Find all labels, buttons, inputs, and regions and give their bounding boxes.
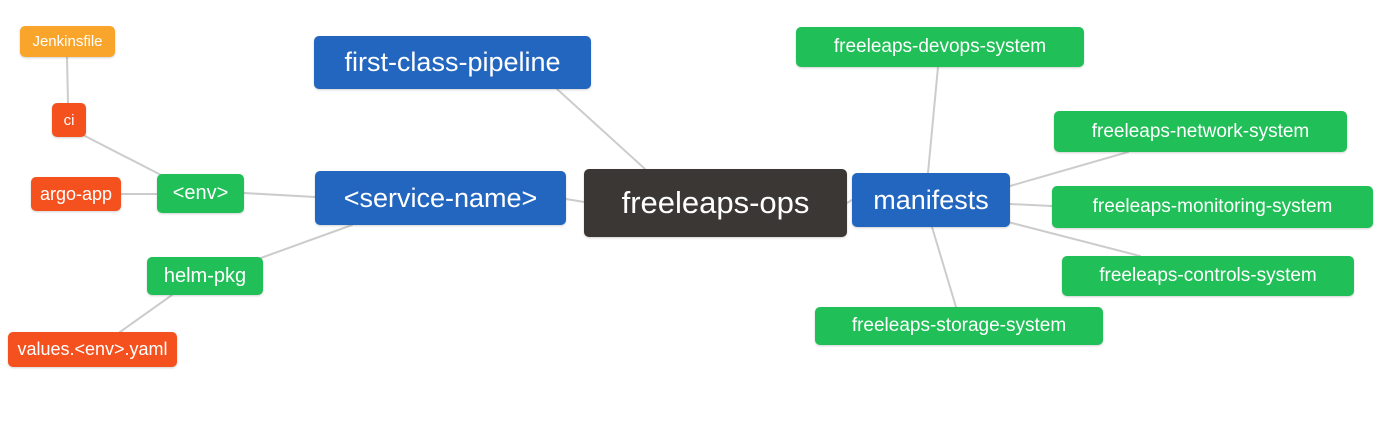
node-argo-app[interactable]: argo-app xyxy=(31,177,121,211)
edge-first-class-pipeline-to-freeleaps-ops xyxy=(556,88,646,170)
node-helm-pkg[interactable]: helm-pkg xyxy=(147,257,263,295)
node-freeleaps-controls-system[interactable]: freeleaps-controls-system xyxy=(1062,256,1354,296)
edge-manifests-to-freeleaps-storage-system xyxy=(931,226,957,308)
edge-manifests-to-freeleaps-monitoring-system xyxy=(1009,203,1053,207)
edge-helm-pkg-to-values-env-yaml xyxy=(119,294,173,333)
edge-manifests-to-freeleaps-network-system xyxy=(1009,151,1129,187)
node-service-name[interactable]: <service-name> xyxy=(315,171,566,225)
node-ci[interactable]: ci xyxy=(52,103,86,137)
node-freeleaps-monitoring-system[interactable]: freeleaps-monitoring-system xyxy=(1052,186,1373,228)
node-jenkinsfile[interactable]: Jenkinsfile xyxy=(20,26,115,57)
edge-manifests-to-freeleaps-devops-system xyxy=(927,66,939,174)
node-freeleaps-storage-system[interactable]: freeleaps-storage-system xyxy=(815,307,1103,345)
edge-service-name-to-freeleaps-ops xyxy=(565,198,585,203)
edge-service-name-to-helm-pkg xyxy=(257,224,353,260)
edge-ci-to-env xyxy=(84,135,162,176)
node-env[interactable]: <env> xyxy=(157,174,244,213)
node-freeleaps-ops[interactable]: freeleaps-ops xyxy=(584,169,847,237)
node-values-env-yaml[interactable]: values.<env>.yaml xyxy=(8,332,177,367)
node-freeleaps-network-system[interactable]: freeleaps-network-system xyxy=(1054,111,1347,152)
node-first-class-pipeline[interactable]: first-class-pipeline xyxy=(314,36,591,89)
node-manifests[interactable]: manifests xyxy=(852,173,1010,227)
edge-jenkinsfile-to-ci xyxy=(66,56,69,104)
edge-env-to-service-name xyxy=(243,192,316,198)
edge-manifests-to-freeleaps-controls-system xyxy=(1007,221,1141,257)
edge-freeleaps-ops-to-manifests xyxy=(846,199,853,204)
node-freeleaps-devops-system[interactable]: freeleaps-devops-system xyxy=(796,27,1084,67)
